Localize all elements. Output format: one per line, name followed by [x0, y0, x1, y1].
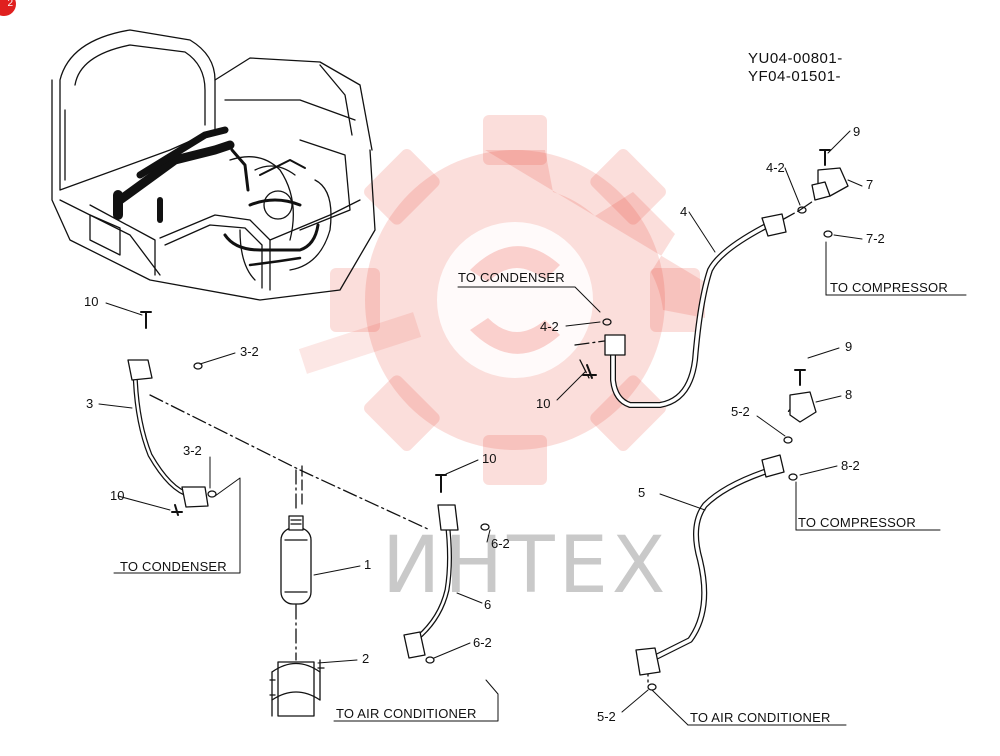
serial-range-1: YU04-00801- — [748, 50, 843, 67]
part-label-10: 10 — [536, 396, 551, 411]
part-label-4-2: 4-2 — [766, 160, 785, 175]
part-label-6-2: 6-2 — [473, 635, 492, 650]
part-label-4: 4 — [680, 204, 688, 219]
part-label-6: 6 — [484, 597, 492, 612]
o-ring-icon — [193, 206, 833, 691]
to-air-conditioner-label-center: TO AIR CONDITIONER — [336, 706, 477, 721]
part-label-3-2: 3-2 — [240, 344, 259, 359]
part-label-8: 8 — [845, 387, 853, 402]
part-label-3: 3 — [86, 396, 94, 411]
to-condenser-label-left: TO CONDENSER — [120, 559, 227, 574]
to-air-conditioner-label-right: TO AIR CONDITIONER — [690, 710, 831, 725]
part-label-7-2: 7-2 — [866, 231, 885, 246]
hose-6 — [403, 474, 459, 659]
part-label-5: 5 — [638, 485, 646, 500]
part-label-6-2: 6-2 — [491, 536, 510, 551]
part-label-4-2: 4-2 — [540, 319, 559, 334]
receiver-drier-icon — [280, 515, 312, 605]
to-condenser-label-top: TO CONDENSER — [458, 270, 565, 285]
part-label-10: 10 — [482, 451, 497, 466]
excavator-cab-illustration — [51, 29, 376, 301]
mounting-bracket-icon — [269, 659, 325, 717]
part-label-8-2: 8-2 — [841, 458, 860, 473]
hose-4 — [582, 213, 787, 408]
part-label-7: 7 — [866, 177, 874, 192]
to-compressor-label-mid: TO COMPRESSOR — [798, 515, 916, 530]
part-label-2: 2 — [362, 651, 370, 666]
part-label-5-2: 5-2 — [731, 404, 750, 419]
part-label-10: 10 — [84, 294, 99, 309]
elbow-fitting-icon — [811, 149, 849, 201]
serial-range-2: YF04-01501- — [748, 68, 842, 85]
to-compressor-label-top: TO COMPRESSOR — [830, 280, 948, 295]
part-label-9: 9 — [845, 339, 853, 354]
part-label-10: 10 — [110, 488, 125, 503]
elbow-fitting-icon-8 — [789, 369, 817, 423]
part-label-3-2: 3-2 — [183, 443, 202, 458]
part-label-9: 9 — [853, 124, 861, 139]
part-label-5-2: 5-2 — [597, 709, 616, 724]
part-label-1: 1 — [364, 557, 372, 572]
hose-5 — [635, 454, 785, 676]
corner-badge: 2 — [0, 0, 16, 16]
watermark-text: ИНТЕХ — [382, 521, 670, 611]
hose-3 — [127, 311, 209, 516]
